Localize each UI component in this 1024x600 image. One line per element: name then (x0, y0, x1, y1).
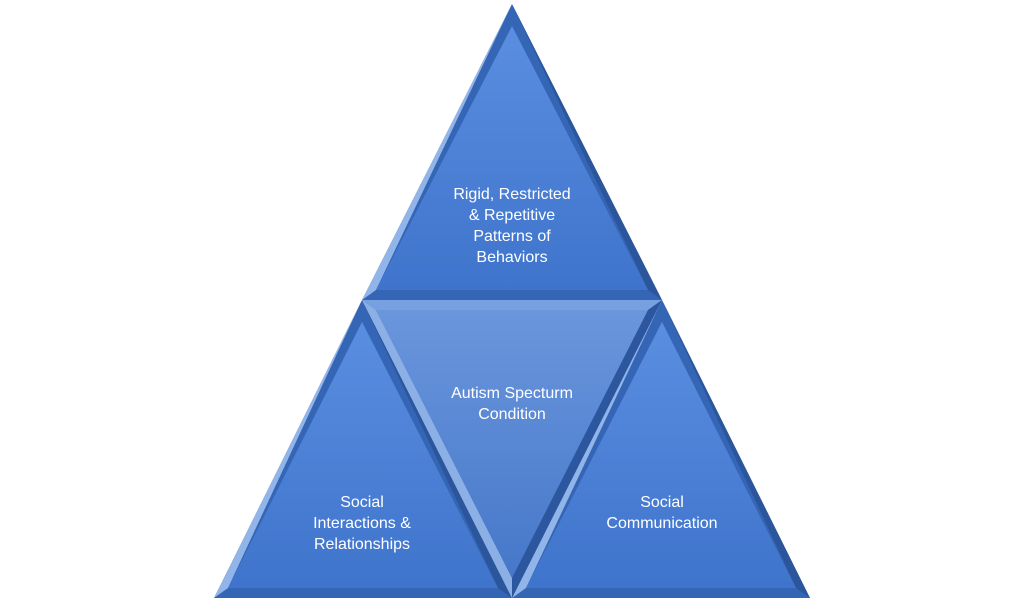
triangle-center (362, 300, 662, 598)
label-top-line-1: Rigid, Restricted (453, 186, 571, 203)
label-left: Social Interactions & Relationships (282, 492, 442, 555)
label-center: Autism Specturm Condition (422, 383, 602, 425)
label-right-line-2: Communication (606, 515, 718, 532)
label-left-line-2: Interactions & (313, 515, 411, 532)
label-top: Rigid, Restricted & Repetitive Patterns … (432, 184, 592, 268)
label-center-line-1: Autism Specturm (451, 385, 573, 402)
label-center-line-2: Condition (478, 406, 546, 423)
triangle-top (362, 4, 662, 300)
label-top-line-3: Patterns of (473, 228, 551, 245)
label-top-line-2: & Repetitive (468, 207, 556, 224)
label-right: Social Communication (582, 492, 742, 534)
label-left-line-3: Relationships (313, 536, 411, 553)
label-left-line-1: Social (340, 494, 384, 511)
label-right-line-1: Social (640, 494, 684, 511)
label-top-line-4: Behaviors (476, 249, 548, 266)
